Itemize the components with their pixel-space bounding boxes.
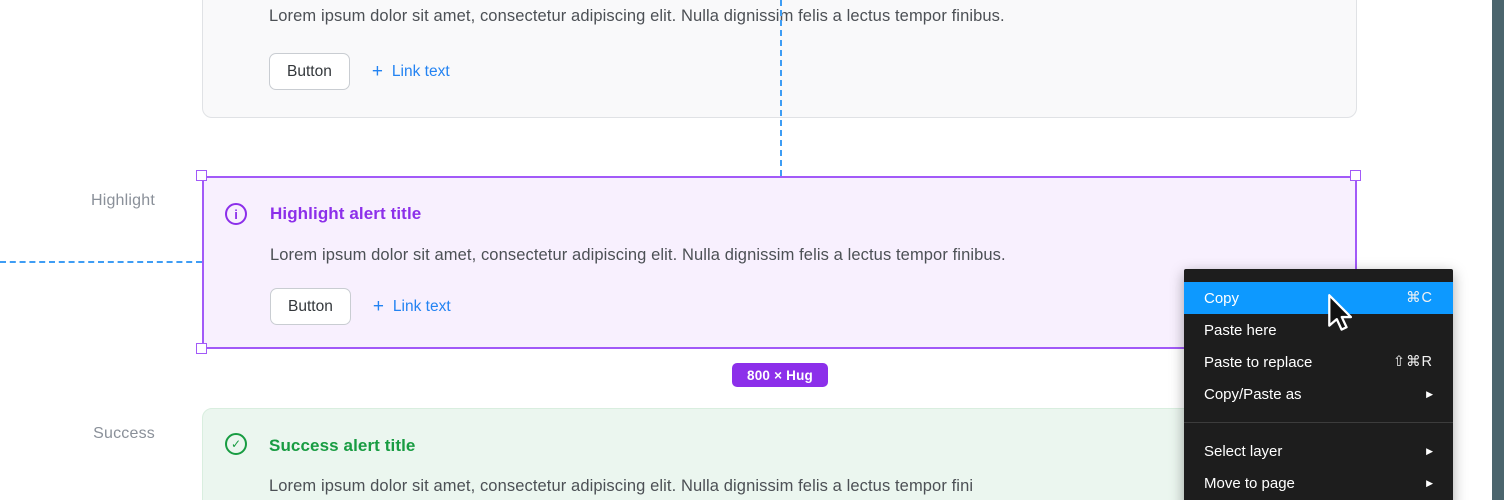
menu-shortcut: ⌘C: [1406, 290, 1433, 306]
section-label-highlight[interactable]: Highlight: [90, 192, 155, 209]
submenu-arrow-icon: ▶: [1426, 477, 1433, 488]
vertical-guide-line: [780, 0, 782, 176]
section-label-success[interactable]: Success: [93, 425, 155, 442]
menu-item-label: Paste to replace: [1204, 353, 1313, 371]
menu-item-paste-here[interactable]: Paste here: [1184, 314, 1453, 346]
selection-handle-bottom-left[interactable]: [196, 343, 207, 354]
alert-title: Success alert title: [269, 436, 416, 455]
success-alert-card[interactable]: ✓ Success alert title Lorem ipsum dolor …: [202, 408, 1357, 500]
app-edge-strip: [1492, 0, 1504, 500]
horizontal-guide-line: [0, 261, 202, 263]
check-circle-icon: ✓: [225, 433, 247, 455]
link-label: Link text: [392, 297, 451, 315]
default-alert-card[interactable]: Lorem ipsum dolor sit amet, consectetur …: [202, 0, 1357, 118]
alert-link[interactable]: + Link text: [372, 62, 450, 81]
alert-button[interactable]: Button: [269, 53, 350, 90]
menu-item-copy-paste-as[interactable]: Copy/Paste as ▶: [1184, 378, 1453, 410]
button-label: Button: [287, 62, 332, 80]
menu-item-label: Copy: [1204, 289, 1240, 307]
selection-handle-top-left[interactable]: [196, 170, 207, 181]
highlight-alert-card[interactable]: i Highlight alert title Lorem ipsum dolo…: [202, 176, 1357, 349]
plus-icon: +: [371, 61, 383, 82]
button-label: Button: [288, 297, 333, 315]
alert-button[interactable]: Button: [270, 288, 351, 325]
menu-item-paste-to-replace[interactable]: Paste to replace ⇧⌘R: [1184, 346, 1453, 378]
submenu-arrow-icon: ▶: [1426, 445, 1433, 456]
mouse-cursor-icon: [1328, 294, 1353, 336]
context-menu: Copy ⌘C Paste here Paste to replace ⇧⌘R …: [1184, 269, 1453, 500]
menu-item-label: Copy/Paste as: [1204, 385, 1302, 403]
submenu-arrow-icon: ▶: [1426, 388, 1433, 399]
menu-item-copy[interactable]: Copy ⌘C: [1184, 282, 1453, 314]
selection-size-badge: 800 × Hug: [732, 363, 828, 387]
alert-body-text: Lorem ipsum dolor sit amet, consectetur …: [269, 477, 974, 495]
alert-title: Highlight alert title: [270, 204, 422, 223]
menu-item-label: Move to page: [1204, 474, 1295, 492]
info-icon: i: [225, 203, 247, 225]
alert-link[interactable]: + Link text: [373, 297, 451, 316]
selection-handle-top-right[interactable]: [1350, 170, 1361, 181]
menu-separator: [1184, 422, 1453, 423]
menu-item-move-to-page[interactable]: Move to page ▶: [1184, 467, 1453, 499]
menu-item-label: Select layer: [1204, 442, 1283, 460]
alert-body-text: Lorem ipsum dolor sit amet, consectetur …: [270, 246, 1006, 264]
menu-shortcut: ⇧⌘R: [1392, 354, 1433, 370]
alert-body-text: Lorem ipsum dolor sit amet, consectetur …: [269, 7, 1005, 25]
menu-item-select-layer[interactable]: Select layer ▶: [1184, 435, 1453, 467]
menu-item-label: Paste here: [1204, 321, 1277, 339]
link-label: Link text: [391, 62, 450, 80]
plus-icon: +: [372, 296, 384, 317]
